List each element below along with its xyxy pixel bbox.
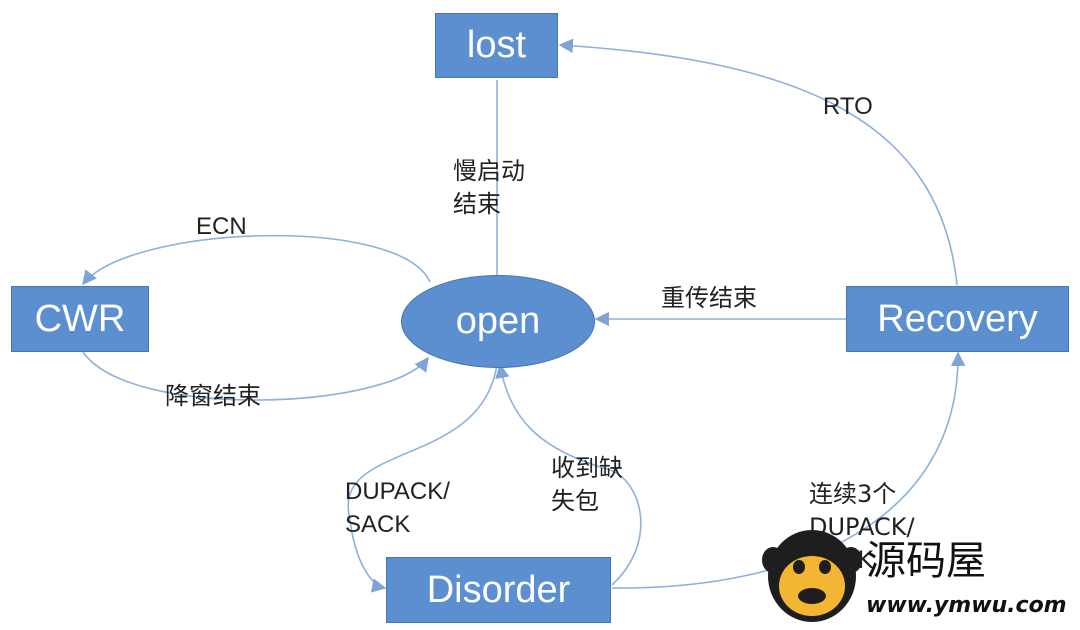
monkey-icon xyxy=(762,530,862,622)
node-disorder: Disorder xyxy=(386,557,611,623)
edge-disorder-to-open xyxy=(495,363,642,586)
label-recovery-to-open: 重传结束 xyxy=(661,284,757,312)
edge-cwr-to-open xyxy=(82,351,429,401)
label-recovery-to-lost: RTO xyxy=(823,93,873,120)
node-open-label: open xyxy=(455,300,541,342)
label-open-to-cwr: ECN xyxy=(196,213,247,240)
node-lost-label: lost xyxy=(466,24,527,66)
edge-recovery-to-lost xyxy=(558,38,958,286)
node-lost: lost xyxy=(435,13,558,78)
label-lost-to-open: 慢启动 结束 xyxy=(453,157,525,218)
node-disorder-label: Disorder xyxy=(426,568,571,611)
edge-open-to-disorder xyxy=(347,364,498,593)
edge-disorder-to-recovery xyxy=(611,351,966,589)
label-disorder-to-open: 收到缺 失包 xyxy=(551,454,623,515)
edge-open-to-cwr xyxy=(82,234,431,286)
watermark-url: www.ymwu.com xyxy=(866,593,1067,618)
node-open: open xyxy=(401,275,595,368)
node-recovery: Recovery xyxy=(846,286,1069,352)
label-open-to-disorder: DUPACK/ SACK xyxy=(345,478,450,538)
node-recovery-label: Recovery xyxy=(877,297,1038,340)
node-cwr: CWR xyxy=(11,286,149,352)
watermark-cn: 源码屋 xyxy=(866,538,986,584)
node-cwr-label: CWR xyxy=(34,297,126,340)
label-cwr-to-open: 降窗结束 xyxy=(165,382,261,410)
